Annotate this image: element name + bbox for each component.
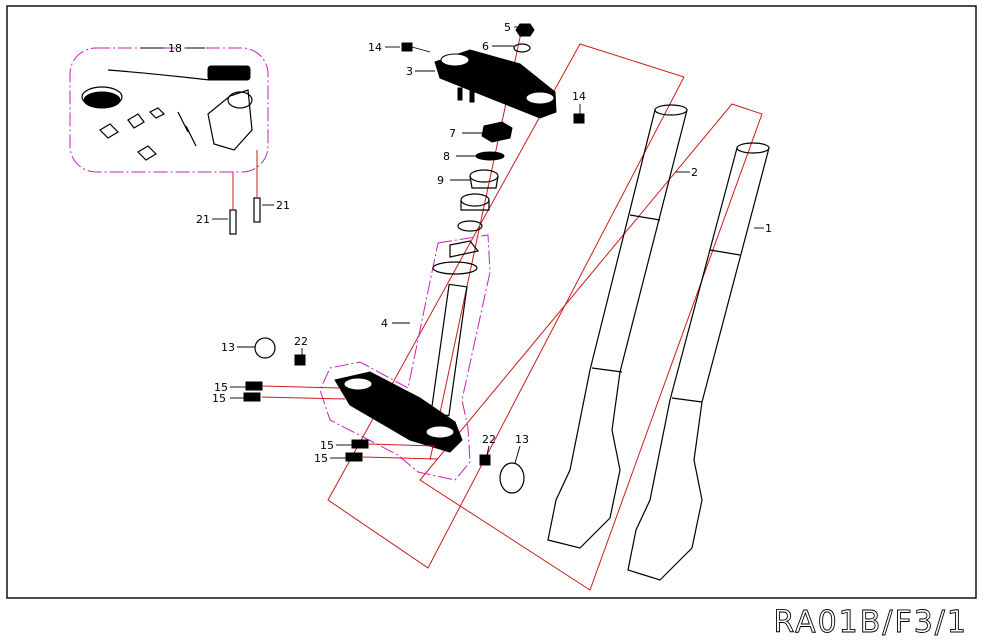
group-outline-fork-1 <box>419 103 763 591</box>
callout-5: 5 <box>504 21 511 34</box>
nut-22-right <box>479 454 491 466</box>
callout-22-right: 22 <box>482 433 496 446</box>
stem-washer <box>513 43 531 53</box>
callout-1: 1 <box>765 222 772 235</box>
stem-nut-cap <box>515 23 535 37</box>
callout-3: 3 <box>406 65 413 78</box>
adjuster-nut <box>481 121 513 143</box>
drawing-border <box>6 5 977 599</box>
callout-18: 18 <box>168 42 182 55</box>
callout-21-left: 21 <box>196 213 210 226</box>
mount-bolts-21 <box>229 150 261 235</box>
fork-leg-1 <box>627 142 770 581</box>
group-outline-fork-2 <box>327 43 685 569</box>
callout-15-b: 15 <box>212 392 226 405</box>
nut-22-left <box>294 354 306 366</box>
callout-8: 8 <box>443 150 450 163</box>
steering-stem-lower-clamp <box>334 240 480 453</box>
callout-9: 9 <box>437 174 444 187</box>
stem-cover-cap-right <box>499 462 525 494</box>
callout-7: 7 <box>449 127 456 140</box>
stem-cover-cap-left <box>254 337 276 359</box>
upper-bearing <box>469 169 499 189</box>
callout-15-c: 15 <box>320 439 334 452</box>
drawing-code: RA01B/F3/1 <box>773 605 968 640</box>
top-triple-clamp <box>434 49 557 119</box>
callout-22-left: 22 <box>294 335 308 348</box>
callout-15-d: 15 <box>314 452 328 465</box>
callout-13-left: 13 <box>221 341 235 354</box>
callout-14-top: 14 <box>368 41 382 54</box>
callout-21-right: 21 <box>276 199 290 212</box>
callout-4: 4 <box>381 317 388 330</box>
callout-14-right: 14 <box>572 90 586 103</box>
bolt-14-left <box>401 42 431 53</box>
ignition-lock-set <box>81 65 253 161</box>
callout-6: 6 <box>482 40 489 53</box>
callout-13-right: 13 <box>515 433 529 446</box>
kit-outline-ignition-set <box>69 47 269 173</box>
callout-leaders <box>140 26 764 464</box>
callout-2: 2 <box>691 166 698 179</box>
callout-15-a: 15 <box>214 381 228 394</box>
bearing-race <box>457 193 490 232</box>
lock-washer <box>475 151 505 161</box>
fork-leg-2 <box>547 104 688 549</box>
kit-outline-steering-stem <box>319 234 491 481</box>
bolt-14-right <box>573 113 585 124</box>
pinch-bolts <box>243 381 439 462</box>
